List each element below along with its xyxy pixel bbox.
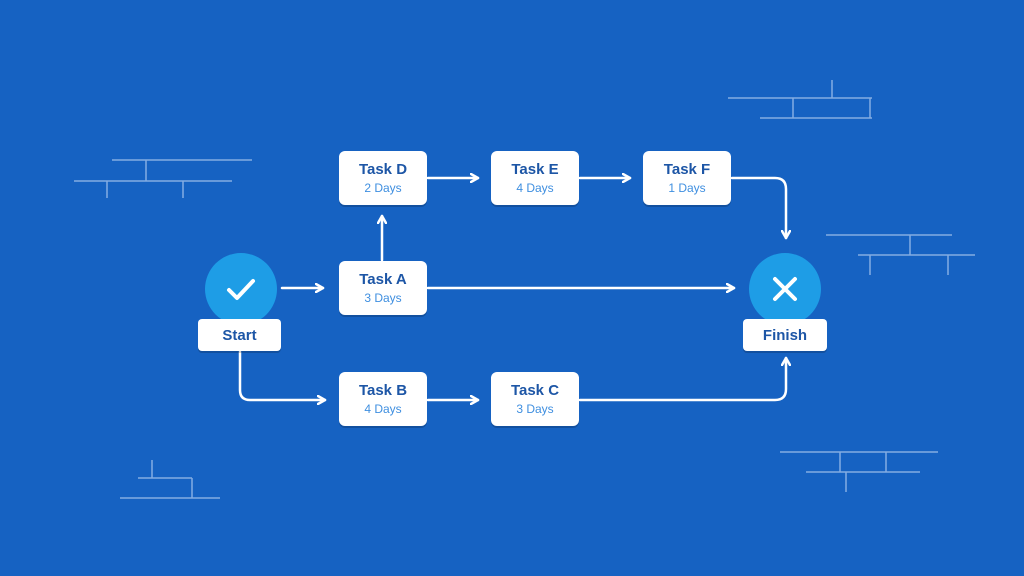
task-a-node: Task A 3 Days [339, 261, 427, 315]
task-e-duration: 4 Days [516, 181, 554, 195]
task-f-duration: 1 Days [668, 181, 706, 195]
task-a-duration: 3 Days [364, 291, 402, 305]
task-b-name: Task B [358, 382, 408, 399]
task-b-node: Task B 4 Days [339, 372, 427, 426]
task-c-node: Task C 3 Days [491, 372, 579, 426]
task-d-name: Task D [358, 161, 408, 178]
arrow-start-to-task-b [238, 350, 327, 400]
arrow-task-f-to-finish [730, 176, 786, 240]
finish-circle [749, 253, 821, 325]
task-f-node: Task F 1 Days [643, 151, 731, 205]
task-d-node: Task D 2 Days [339, 151, 427, 205]
task-c-duration: 3 Days [516, 402, 554, 416]
task-d-duration: 2 Days [364, 181, 402, 195]
checkmark-icon [227, 279, 255, 300]
start-label: Start [198, 319, 281, 351]
cross-icon [773, 277, 797, 301]
finish-label: Finish [743, 319, 827, 351]
task-e-name: Task E [511, 161, 559, 178]
task-b-duration: 4 Days [364, 402, 402, 416]
decorative-lines [74, 80, 975, 499]
start-circle [205, 253, 277, 325]
task-f-name: Task F [663, 161, 711, 178]
task-a-name: Task A [359, 271, 407, 288]
arrow-task-c-to-finish [578, 356, 786, 402]
task-c-name: Task C [510, 382, 560, 399]
task-e-node: Task E 4 Days [491, 151, 579, 205]
